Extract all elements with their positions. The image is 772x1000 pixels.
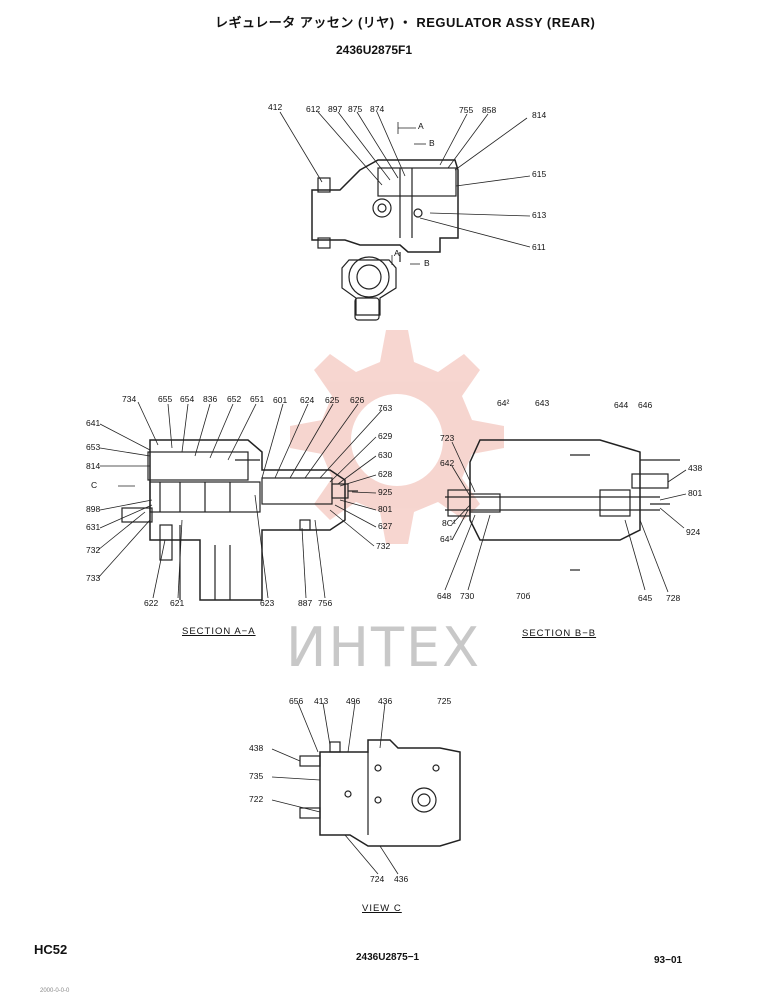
callout-label: 756: [318, 598, 333, 608]
callout-label: 734: [122, 394, 137, 404]
callout-label: 924: [686, 527, 701, 537]
callout-label: 897: [328, 104, 343, 114]
callout-label: 654: [180, 394, 195, 404]
drawing-date: 93−01: [654, 955, 683, 966]
callout-label: 642: [440, 458, 455, 468]
callout-label: 898: [86, 504, 101, 514]
callout-label: 723: [440, 433, 455, 443]
callout-label: 436: [378, 696, 393, 706]
callout-label: 645: [638, 593, 653, 603]
callout-label: 732: [376, 541, 391, 551]
callout-label: 651: [250, 394, 265, 404]
callout-label: 627: [378, 521, 393, 531]
callout-label: 496: [346, 696, 361, 706]
callout-label: 630: [378, 450, 393, 460]
callout-label: 625: [325, 395, 340, 405]
section-bb-caption: SECTION B−B: [522, 628, 597, 639]
callout-label: 64²: [497, 398, 510, 408]
callout-label: 623: [260, 598, 275, 608]
callout-label: 70б: [516, 591, 531, 601]
callout-label: 732: [86, 545, 101, 555]
callout-label: 438: [249, 743, 264, 753]
callout-label: 612: [306, 104, 321, 114]
callout-label: 8C¹: [442, 518, 456, 528]
callout-label: 631: [86, 522, 101, 532]
callout-label: 438: [688, 463, 703, 473]
callout-label: 735: [249, 771, 264, 781]
callout-label: 653: [86, 442, 101, 452]
section-arrow-label: A: [418, 121, 424, 131]
callout-label: 725: [437, 696, 452, 706]
callout-label: 887: [298, 598, 313, 608]
callout-label: 648: [437, 591, 452, 601]
section-arrow-label: B: [429, 138, 435, 148]
part-code: 2436U2875F1: [336, 43, 413, 57]
view-c-caption: VIEW C: [362, 903, 402, 914]
section-aa-drawing: [97, 401, 383, 601]
callout-label: 836: [203, 394, 218, 404]
callout-label: 730: [460, 591, 475, 601]
callout-label: 875: [348, 104, 363, 114]
callout-label: 413: [314, 696, 329, 706]
callout-label: 628: [378, 469, 393, 479]
callout-label: 601: [273, 395, 288, 405]
callout-label: 621: [170, 598, 185, 608]
section-bb-drawing: [444, 439, 687, 593]
section-arrow-label: A: [394, 248, 400, 258]
callout-label: 814: [532, 110, 547, 120]
callout-label: 724: [370, 874, 385, 884]
callout-label: 652: [227, 394, 242, 404]
callout-label: 622: [144, 598, 159, 608]
callout-label: 733: [86, 573, 101, 583]
page-title: レギュレータ アッセン (リヤ) ・ REGULATOR ASSY (REAR): [215, 15, 596, 30]
callout-label: 801: [688, 488, 703, 498]
callout-label: 646: [638, 400, 653, 410]
callout-label: 629: [378, 431, 393, 441]
callout-label: 641: [86, 418, 101, 428]
section-arrow-label: B: [424, 258, 430, 268]
callout-label: 763: [378, 403, 393, 413]
callout-label: 722: [249, 794, 264, 804]
callout-label: 64¹: [440, 534, 453, 544]
callout-label: 858: [482, 105, 497, 115]
section-aa-caption: SECTION A−A: [182, 626, 256, 637]
callout-label: 436: [394, 874, 409, 884]
callout-label: 644: [614, 400, 629, 410]
callout-label: 728: [666, 593, 681, 603]
callout-label: 874: [370, 104, 385, 114]
callout-label: 624: [300, 395, 315, 405]
callout-label: 755: [459, 105, 474, 115]
callout-label: 643: [535, 398, 550, 408]
callout-label: 615: [532, 169, 547, 179]
callout-label: 626: [350, 395, 365, 405]
watermark-text: ИНТЕХ: [286, 616, 482, 679]
top-view-drawing: [279, 111, 531, 321]
callout-label: 925: [378, 487, 393, 497]
drawing-number: 2436U2875−1: [356, 952, 420, 963]
view-c-drawing: [271, 702, 461, 875]
model-code: HC52: [34, 942, 68, 957]
footer-tiny-text: 2000-0-0-0: [40, 988, 70, 994]
callout-label: 801: [378, 504, 393, 514]
callout-label: 814: [86, 461, 101, 471]
callout-label: 613: [532, 210, 547, 220]
callout-label: 655: [158, 394, 173, 404]
callout-label: 656: [289, 696, 304, 706]
callout-label: C: [91, 480, 98, 490]
callout-label: 611: [532, 242, 546, 252]
callout-label: 412: [268, 102, 283, 112]
